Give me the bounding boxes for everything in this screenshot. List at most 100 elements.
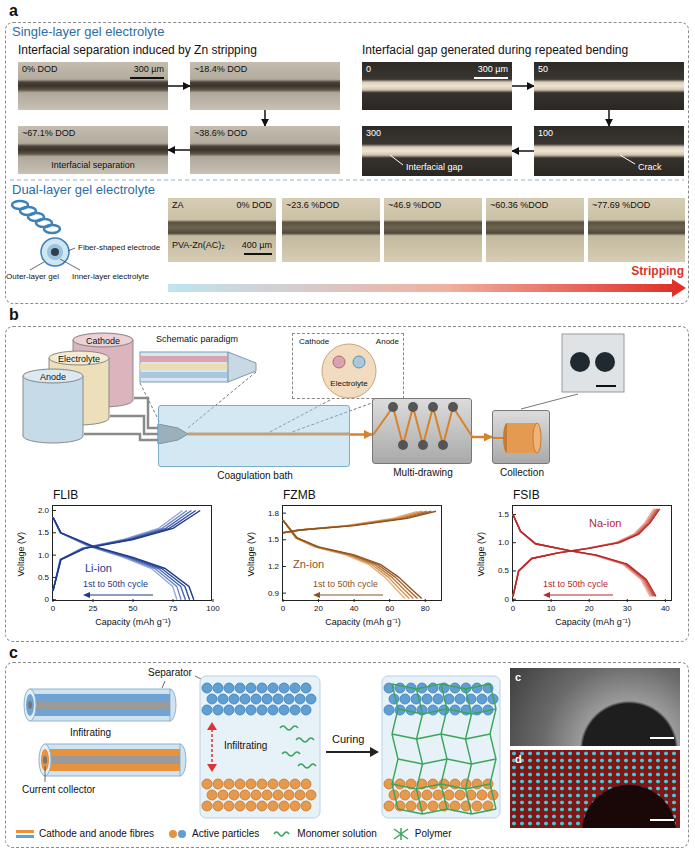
- polymer-network: [392, 684, 417, 689]
- drawing-machine-graphic: [388, 402, 398, 412]
- tick-label: 0: [281, 604, 285, 613]
- monomer-solution: [298, 764, 316, 768]
- leader-line: [45, 766, 46, 782]
- active-particles: [284, 694, 294, 704]
- bending-photo-graphic: [390, 155, 403, 165]
- cycle-note: 1st to 50th cycle: [543, 579, 608, 589]
- annotation: Crack: [638, 162, 662, 172]
- annotation: Interfacial separation: [51, 160, 135, 170]
- active-particles: [202, 779, 316, 811]
- stripping-arrow: [672, 279, 686, 297]
- curing-arrow: [326, 747, 379, 757]
- tick-mark: [318, 599, 319, 602]
- polymer-network: [417, 734, 442, 739]
- active-particles: [224, 683, 234, 693]
- coagulation-bath: Coagulation bath: [158, 405, 350, 467]
- active-particles: [295, 694, 305, 704]
- cycle-count: 0: [366, 64, 371, 74]
- tick-label: 75: [169, 604, 178, 613]
- tick-label: 50: [129, 604, 138, 613]
- leader-line: [30, 248, 80, 270]
- data-curve: [513, 515, 656, 597]
- micrograph-graphic: [244, 253, 272, 255]
- axis-title: Voltage (V): [476, 532, 486, 577]
- dod-label: ~18.4% DOD: [194, 64, 247, 74]
- polymer-network: [472, 809, 497, 814]
- connector: [350, 433, 372, 436]
- active-particles: [224, 801, 234, 811]
- tick-mark: [513, 599, 514, 602]
- feed-tank-graphic: [109, 358, 110, 418]
- sem-image-graphic: [650, 737, 674, 739]
- data-curve: [513, 515, 654, 597]
- tick-mark: [513, 570, 516, 571]
- cycle-arrow: [313, 592, 383, 598]
- connector: [608, 110, 610, 126]
- part-label: Fiber-shaped electrode: [78, 243, 160, 252]
- active-particles: [240, 790, 250, 800]
- polymer-network: [490, 734, 496, 759]
- active-particles: [213, 705, 223, 715]
- process-label: Infiltrating: [222, 740, 269, 752]
- connector: [134, 398, 158, 428]
- section-heading: Single-layer gel electrolyte: [12, 25, 164, 40]
- dod-label: ~38.6% DOD: [194, 128, 247, 138]
- plot-frame: FZMBZn-ion1st to 50th cycleVoltage (V)Ca…: [282, 505, 442, 601]
- scale-label: 300 µm: [134, 64, 164, 74]
- layer-label: PVA-Zn(AC)₂: [172, 240, 225, 250]
- active-particles: [268, 683, 278, 693]
- polymer-network: [392, 784, 417, 789]
- active-particles: [268, 801, 278, 811]
- active-particles: [213, 801, 223, 811]
- axis-title: Capacity (mAh g⁻¹): [555, 617, 631, 627]
- series-label: Li-ion: [85, 562, 112, 575]
- process-label: Curing: [332, 733, 364, 746]
- part-label: Cathode: [299, 337, 329, 346]
- tick-label: 0.5: [498, 566, 509, 575]
- stripping-arrow: [168, 279, 686, 297]
- polymer-network: [441, 784, 447, 809]
- cycle-count: 300: [366, 128, 381, 138]
- active-particles: [235, 705, 245, 715]
- micrograph: ~38.6% DOD: [190, 126, 340, 174]
- sem-image-graphic: [510, 668, 680, 746]
- polymer-network: [423, 709, 448, 714]
- cycle-count: 50: [538, 64, 548, 74]
- fiber-a: [30, 694, 170, 716]
- stage-label: Collection: [500, 467, 544, 479]
- tick-label: 10: [547, 604, 556, 613]
- tick-mark: [283, 513, 425, 602]
- fiber-cross-section: [47, 244, 63, 260]
- cross-section-inset-graphic: [333, 356, 345, 368]
- drawing-machine-graphic: [418, 440, 428, 450]
- bending-photo: 0300 µm: [362, 62, 512, 110]
- cycle-arrow: [549, 594, 613, 595]
- tick-mark: [283, 599, 284, 602]
- active-particles: [290, 705, 300, 715]
- cycle-note: 1st to 50th cycle: [313, 579, 378, 589]
- polymer-network: [466, 734, 491, 739]
- cross-section-inset-graphic: [322, 344, 376, 398]
- part-label: Electrolyte: [330, 379, 367, 388]
- tick-label: 25: [89, 604, 98, 613]
- cured-schematic: [382, 676, 500, 818]
- bending-photo: 50: [534, 62, 684, 110]
- monomer-solution: [280, 726, 298, 730]
- fiber-b: [45, 749, 180, 771]
- leader-line: [45, 676, 205, 782]
- sem-image: c: [510, 668, 680, 746]
- micrograph: ~46.9 %DOD: [384, 198, 482, 262]
- feed-tank-graphic: [73, 333, 133, 347]
- axis-title: Capacity (mAh g⁻¹): [325, 617, 401, 627]
- tick-mark: [389, 599, 390, 602]
- polymer-network: [447, 709, 472, 714]
- collector-machine-graphic: [533, 423, 541, 453]
- polymer-network: [441, 784, 466, 789]
- monomer-solution: [296, 738, 314, 742]
- active-particles: [218, 694, 228, 704]
- section-heading: Dual-layer gel electrolyte: [12, 183, 155, 198]
- micrograph-graphic: [130, 77, 164, 79]
- plot-frame: FLIBLi-ion1st to 50th cycleVoltage (V)Ca…: [52, 505, 212, 601]
- legend-swatch: [168, 828, 188, 840]
- data-curve: [513, 515, 650, 597]
